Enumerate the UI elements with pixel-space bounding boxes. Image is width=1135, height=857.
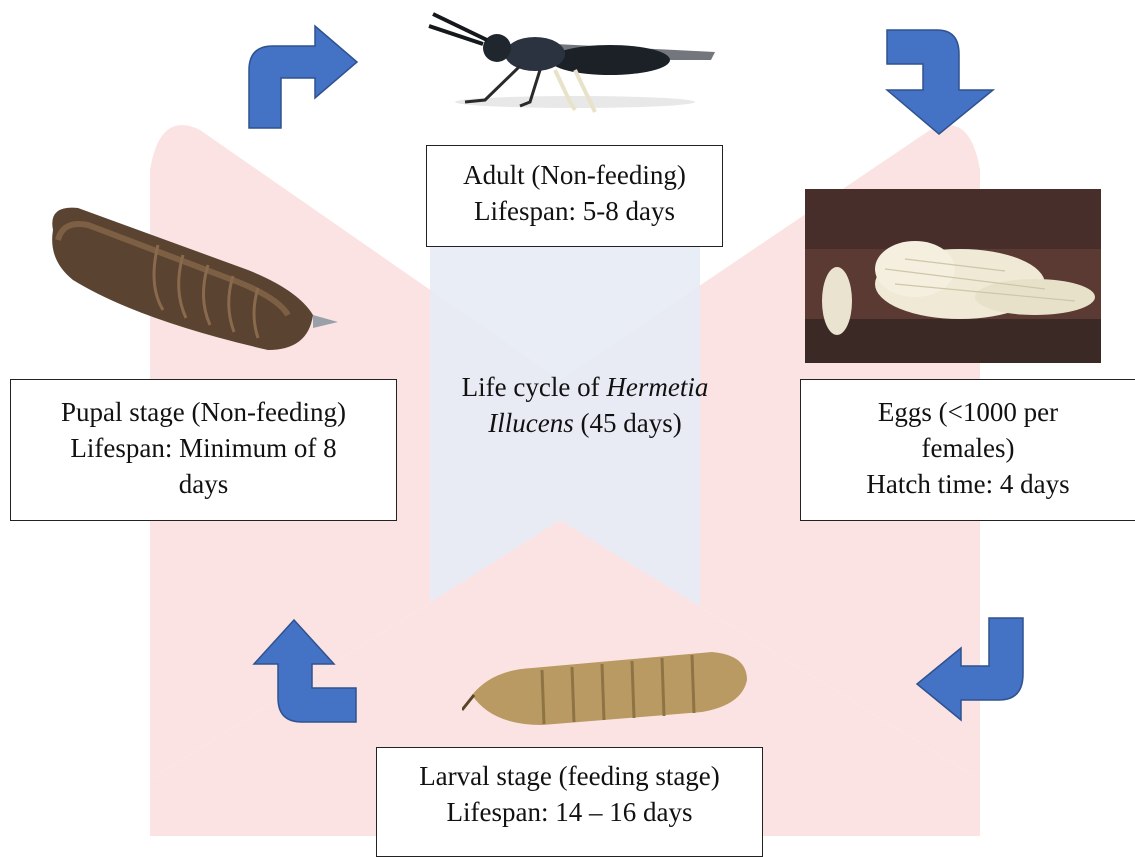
larva-photo: [462, 640, 752, 740]
adult-fly-photo: [425, 2, 725, 132]
cycle-arrow-icon: [252, 618, 358, 724]
larval-lifespan: Lifespan: 14 – 16 days: [377, 794, 762, 830]
title-suffix: (45 days): [574, 408, 682, 438]
adult-lifespan: Lifespan: 5-8 days: [427, 193, 722, 229]
diagram-title: Life cycle of Hermetia Illucens (45 days…: [440, 369, 730, 441]
cycle-arrow-icon: [247, 24, 359, 130]
eggs-hatch-time: Hatch time: 4 days: [801, 466, 1135, 502]
larval-stage-name: Larval stage (feeding stage): [377, 758, 762, 794]
title-genus: Hermetia: [606, 372, 708, 402]
cycle-arrow-icon: [915, 616, 1025, 722]
pupal-lifespan-cont: days: [11, 466, 396, 502]
title-prefix: Life cycle of: [462, 372, 607, 402]
pupa-photo: [38, 190, 343, 370]
pupal-stage-name: Pupal stage (Non-feeding): [11, 394, 396, 430]
egg-cluster-photo: [805, 189, 1101, 363]
cycle-arrow-icon: [885, 28, 995, 136]
adult-stage-name: Adult (Non-feeding): [427, 157, 722, 193]
pupal-lifespan: Lifespan: Minimum of 8: [11, 430, 396, 466]
adult-stage-box: Adult (Non-feeding) Lifespan: 5-8 days: [426, 145, 723, 247]
eggs-stage-box: Eggs (<1000 per females) Hatch time: 4 d…: [800, 379, 1135, 521]
larval-stage-box: Larval stage (feeding stage) Lifespan: 1…: [376, 747, 763, 857]
title-species: Illucens: [488, 408, 573, 438]
eggs-stage-name: Eggs (<1000 per: [801, 394, 1135, 430]
eggs-stage-name-cont: females): [801, 430, 1135, 466]
pupal-stage-box: Pupal stage (Non-feeding) Lifespan: Mini…: [10, 379, 397, 521]
